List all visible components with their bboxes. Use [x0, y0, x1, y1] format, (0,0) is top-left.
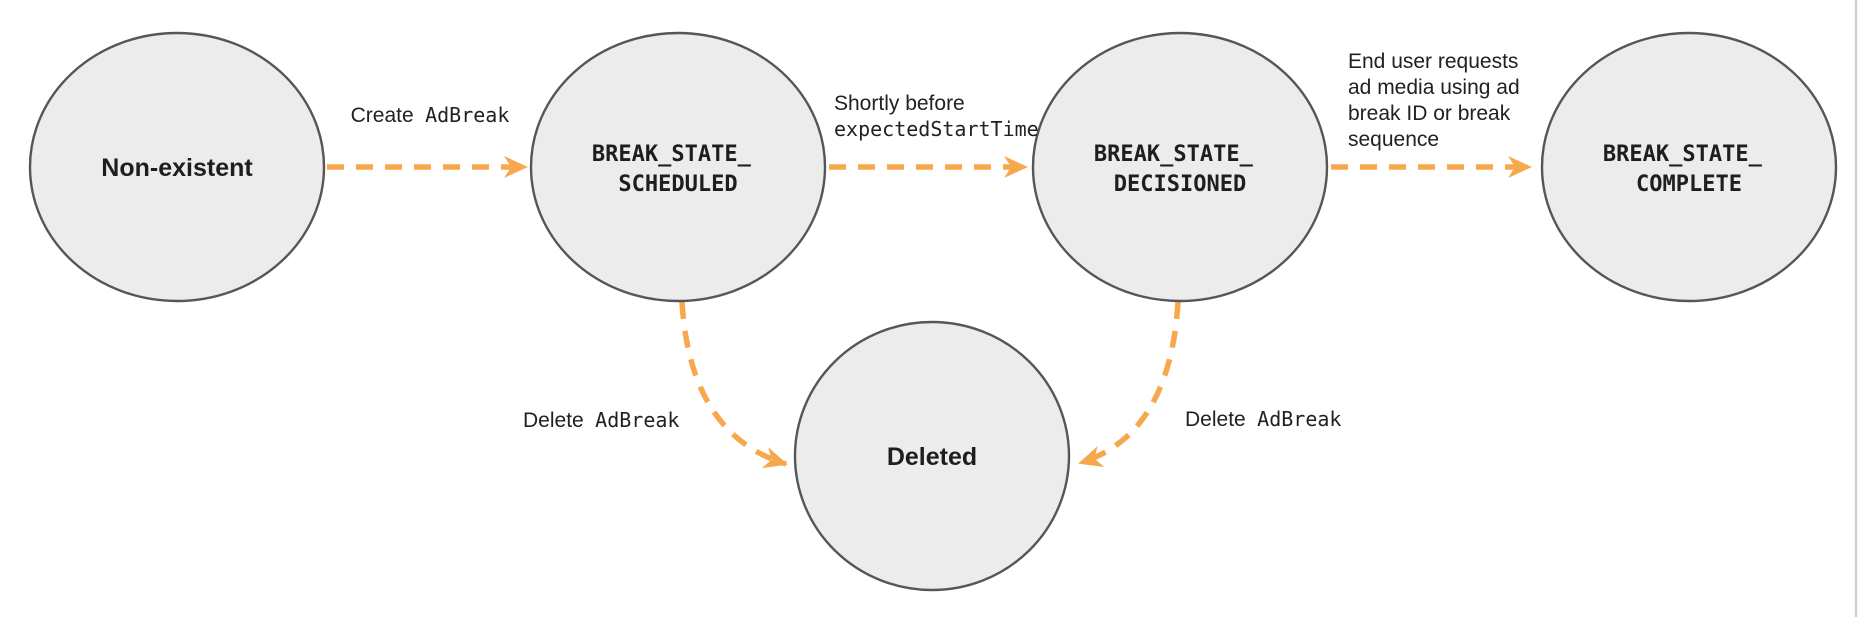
- state-node-non-existent: [28, 31, 326, 303]
- state-node-deleted: [793, 320, 1071, 592]
- edge-label-shortly-before-expectedstarttime: Shortly before expectedStartTime: [834, 92, 1039, 141]
- edge-label-create-adbreak: Create AdBreak: [351, 103, 510, 127]
- state-node-break-state-complete: [1540, 31, 1838, 303]
- state-label-non-existent: Non-existent: [101, 154, 253, 182]
- edge-label-delete-adbreak-right: Delete AdBreak: [1185, 407, 1341, 431]
- state-label-break-state-complete: BREAK_STATE_ COMPLETE: [1603, 142, 1775, 197]
- state-label-deleted: Deleted: [887, 443, 977, 471]
- edge-label-delete-adbreak-left: Delete AdBreak: [523, 408, 679, 432]
- transition-delete-from-decisioned-arrow: [1078, 301, 1181, 467]
- state-label-break-state-scheduled: BREAK_STATE_ SCHEDULED: [592, 142, 764, 197]
- edge-label-end-user-requests: End user requests ad media using ad brea…: [1348, 50, 1525, 151]
- state-label-break-state-decisioned: BREAK_STATE_ DECISIONED: [1094, 142, 1266, 197]
- transition-delete-from-scheduled-arrow: [679, 301, 788, 469]
- state-node-break-state-decisioned: [1031, 31, 1329, 303]
- state-node-break-state-scheduled: [529, 31, 827, 303]
